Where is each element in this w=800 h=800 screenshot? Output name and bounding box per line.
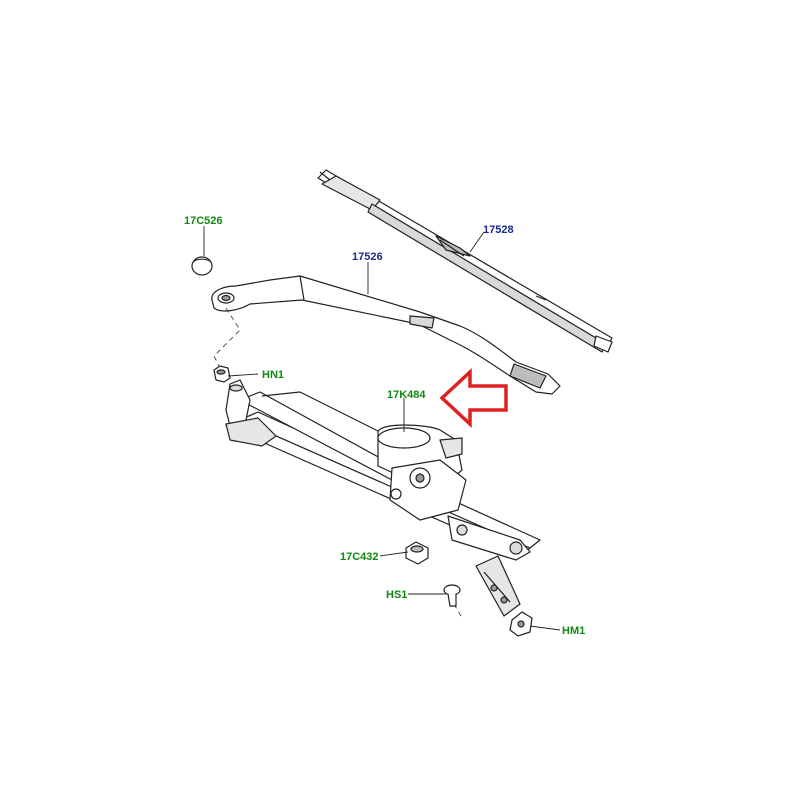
wiper-linkage-assembly xyxy=(225,379,541,617)
cap-part xyxy=(191,256,213,276)
label-hn1: HN1 xyxy=(262,369,284,381)
wiper-arm xyxy=(211,275,561,395)
label-17c432: 17C432 xyxy=(340,551,379,563)
label-17k484: 17K484 xyxy=(387,389,426,401)
screw-part xyxy=(443,584,461,607)
label-17526: 17526 xyxy=(352,251,383,263)
nut-hm1-part xyxy=(509,611,533,637)
nut-part xyxy=(213,365,231,383)
highlight-arrow xyxy=(439,367,508,429)
label-17528: 17528 xyxy=(483,224,514,236)
label-hs1: HS1 xyxy=(386,589,407,601)
label-17c526: 17C526 xyxy=(184,215,223,227)
grommet-part xyxy=(405,541,429,565)
label-hm1: HM1 xyxy=(562,625,585,637)
wiper-blade xyxy=(317,169,613,353)
leader-lines xyxy=(203,226,561,631)
